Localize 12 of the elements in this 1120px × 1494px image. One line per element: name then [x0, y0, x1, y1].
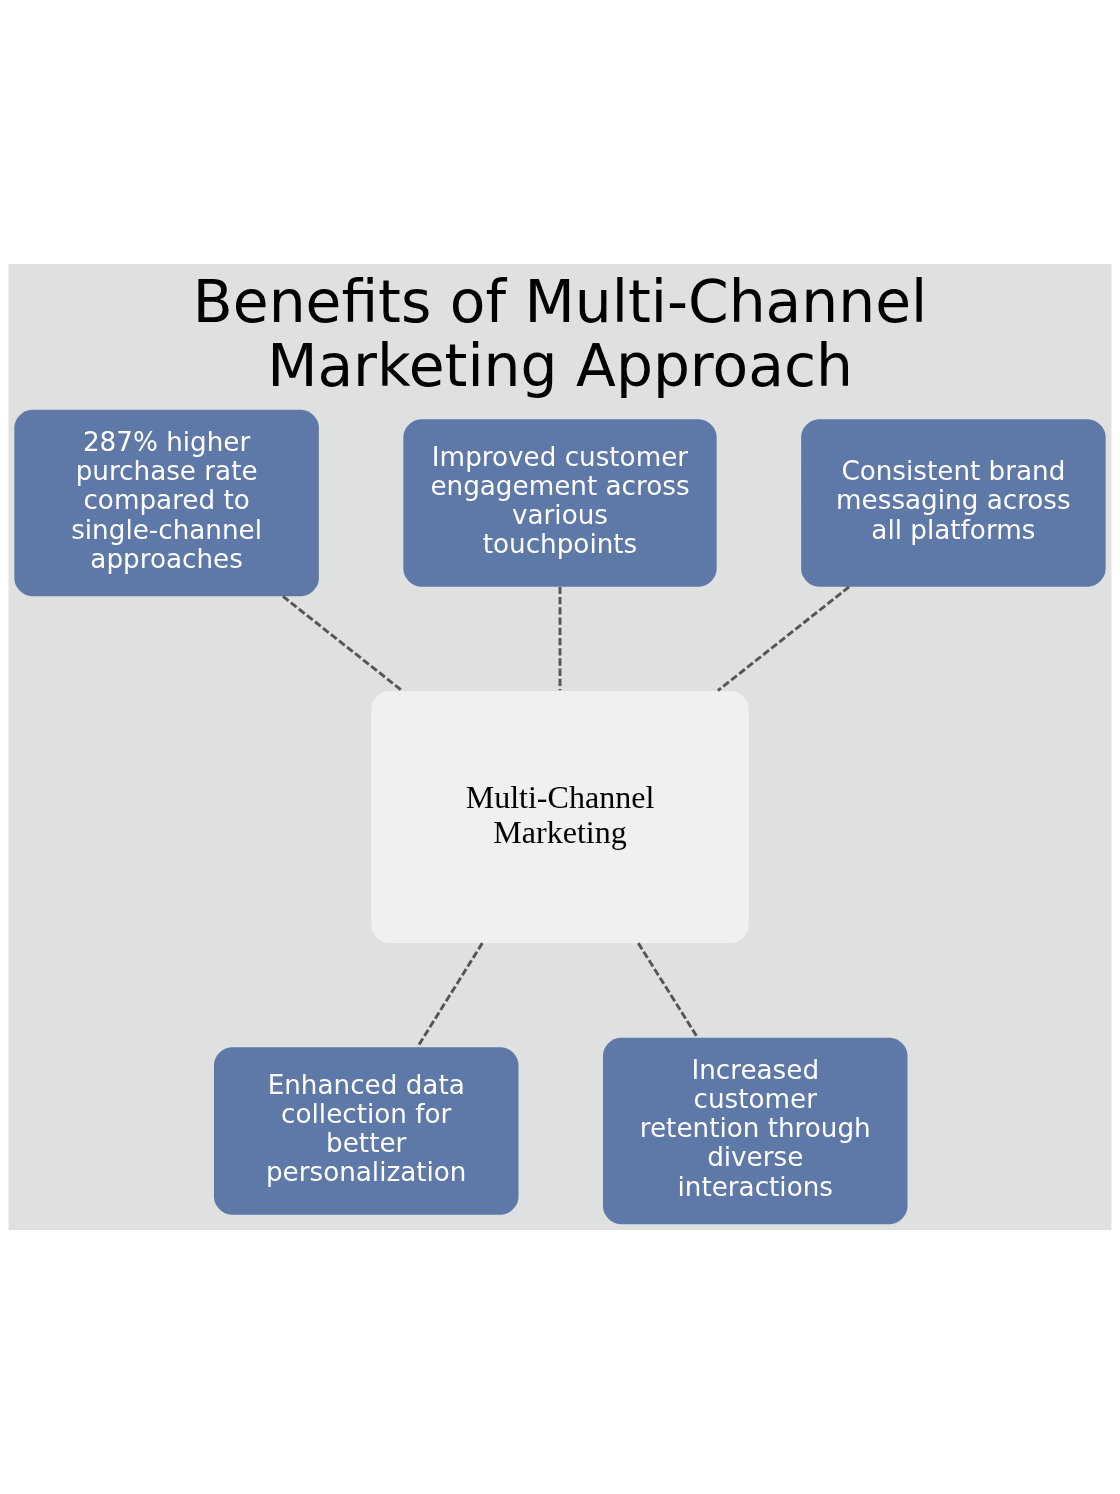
node-box: Increased customer retention through diverse interactions	[603, 1037, 908, 1225]
connector	[416, 942, 484, 1048]
node-box: Improved customer engagement across various touchpoints	[403, 419, 717, 587]
diagram-title: Benefits of Multi-Channel Marketing Approach	[192, 268, 928, 401]
node-box: Enhanced data collection for better personalization	[213, 1047, 519, 1215]
node-box: Consistent brand messaging across all platforms	[801, 419, 1106, 587]
connector	[637, 942, 699, 1039]
node-box: 287% higher purchase rate compared to single-channel approaches	[14, 409, 319, 597]
connector	[717, 585, 850, 692]
connector	[282, 595, 404, 692]
connector	[558, 586, 562, 691]
node-box: Multi-Channel Marketing	[371, 690, 749, 943]
